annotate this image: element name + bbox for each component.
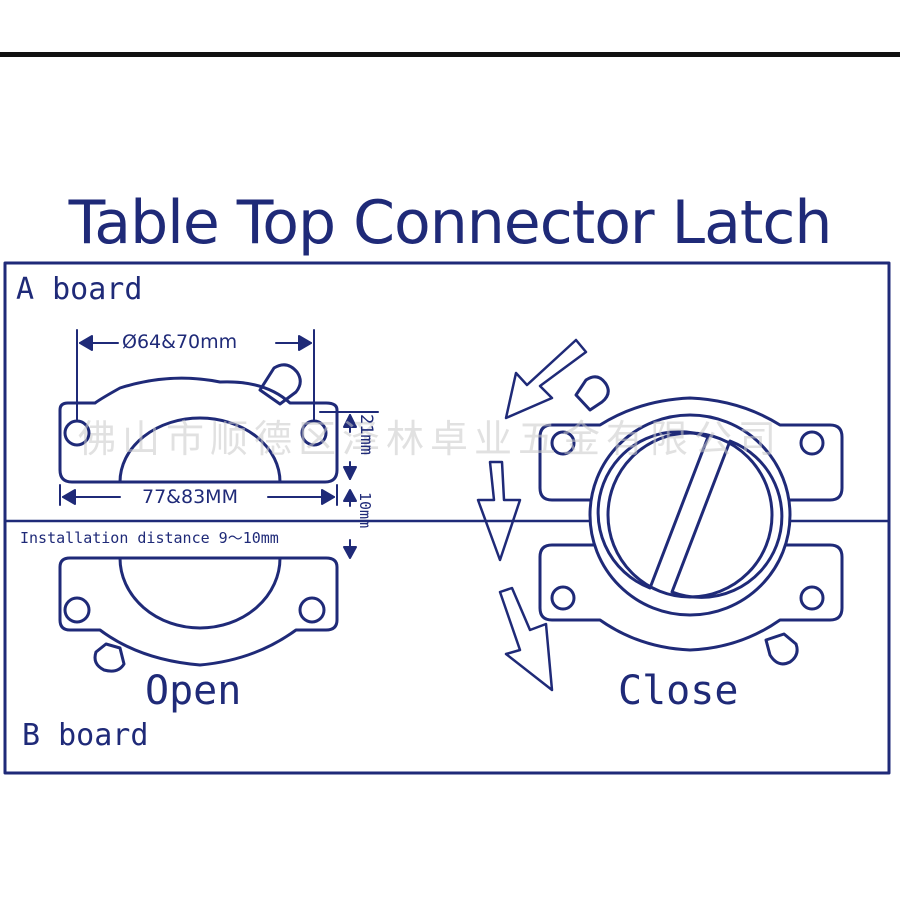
dim-height [319,411,379,480]
closed-hole-top-right [799,430,825,456]
b-part-inner-half-circle [118,556,282,630]
b-part-hole-left [63,596,91,624]
a-part-body [58,376,339,484]
close-label: Close [618,668,739,714]
dim-width [59,484,338,506]
closed-handle-top [574,375,610,412]
a-part-inner-half-circle [118,416,282,484]
dim-diameter [76,329,315,421]
closed-half-right [670,439,784,599]
closed-half-left [596,430,710,590]
closed-bottom-plate [538,543,844,652]
rotation-arrows [476,338,588,692]
a-part-handle [258,363,302,406]
arrow-2 [476,460,522,562]
b-board-label: B board [22,718,149,753]
open-latch-b-part [58,556,339,673]
open-label: Open [145,668,242,714]
a-board-label: A board [16,272,143,307]
dim-gap-label: 10mm [356,492,374,529]
closed-latch [538,375,844,666]
closed-hole-bottom-right [799,585,825,611]
closed-handle-bottom [764,632,799,666]
page-title: Table Top Connector Latch [68,188,833,258]
top-rule [0,52,900,57]
closed-hole-bottom-left [550,585,576,611]
arrow-3 [498,586,554,692]
dim-gap [343,489,357,559]
dim-height-label: 21mm [356,414,376,455]
dim-diameter-label: Ø64&70mm [120,331,240,353]
b-part-hole-right [298,596,326,624]
closed-top-plate [538,396,844,502]
dim-width-label: 77&83MM [140,486,240,508]
closed-outer-ring [588,413,792,617]
watermark: 佛山市顺德区泽林卓业五金有限公司 [78,417,783,461]
b-part-body [58,556,339,667]
diagram-frame [3,261,891,775]
b-part-handle [93,642,126,673]
installation-distance-label: Installation distance 9～10mm [20,529,279,547]
arrow-1 [504,338,588,420]
closed-hole-top-left [550,430,576,456]
